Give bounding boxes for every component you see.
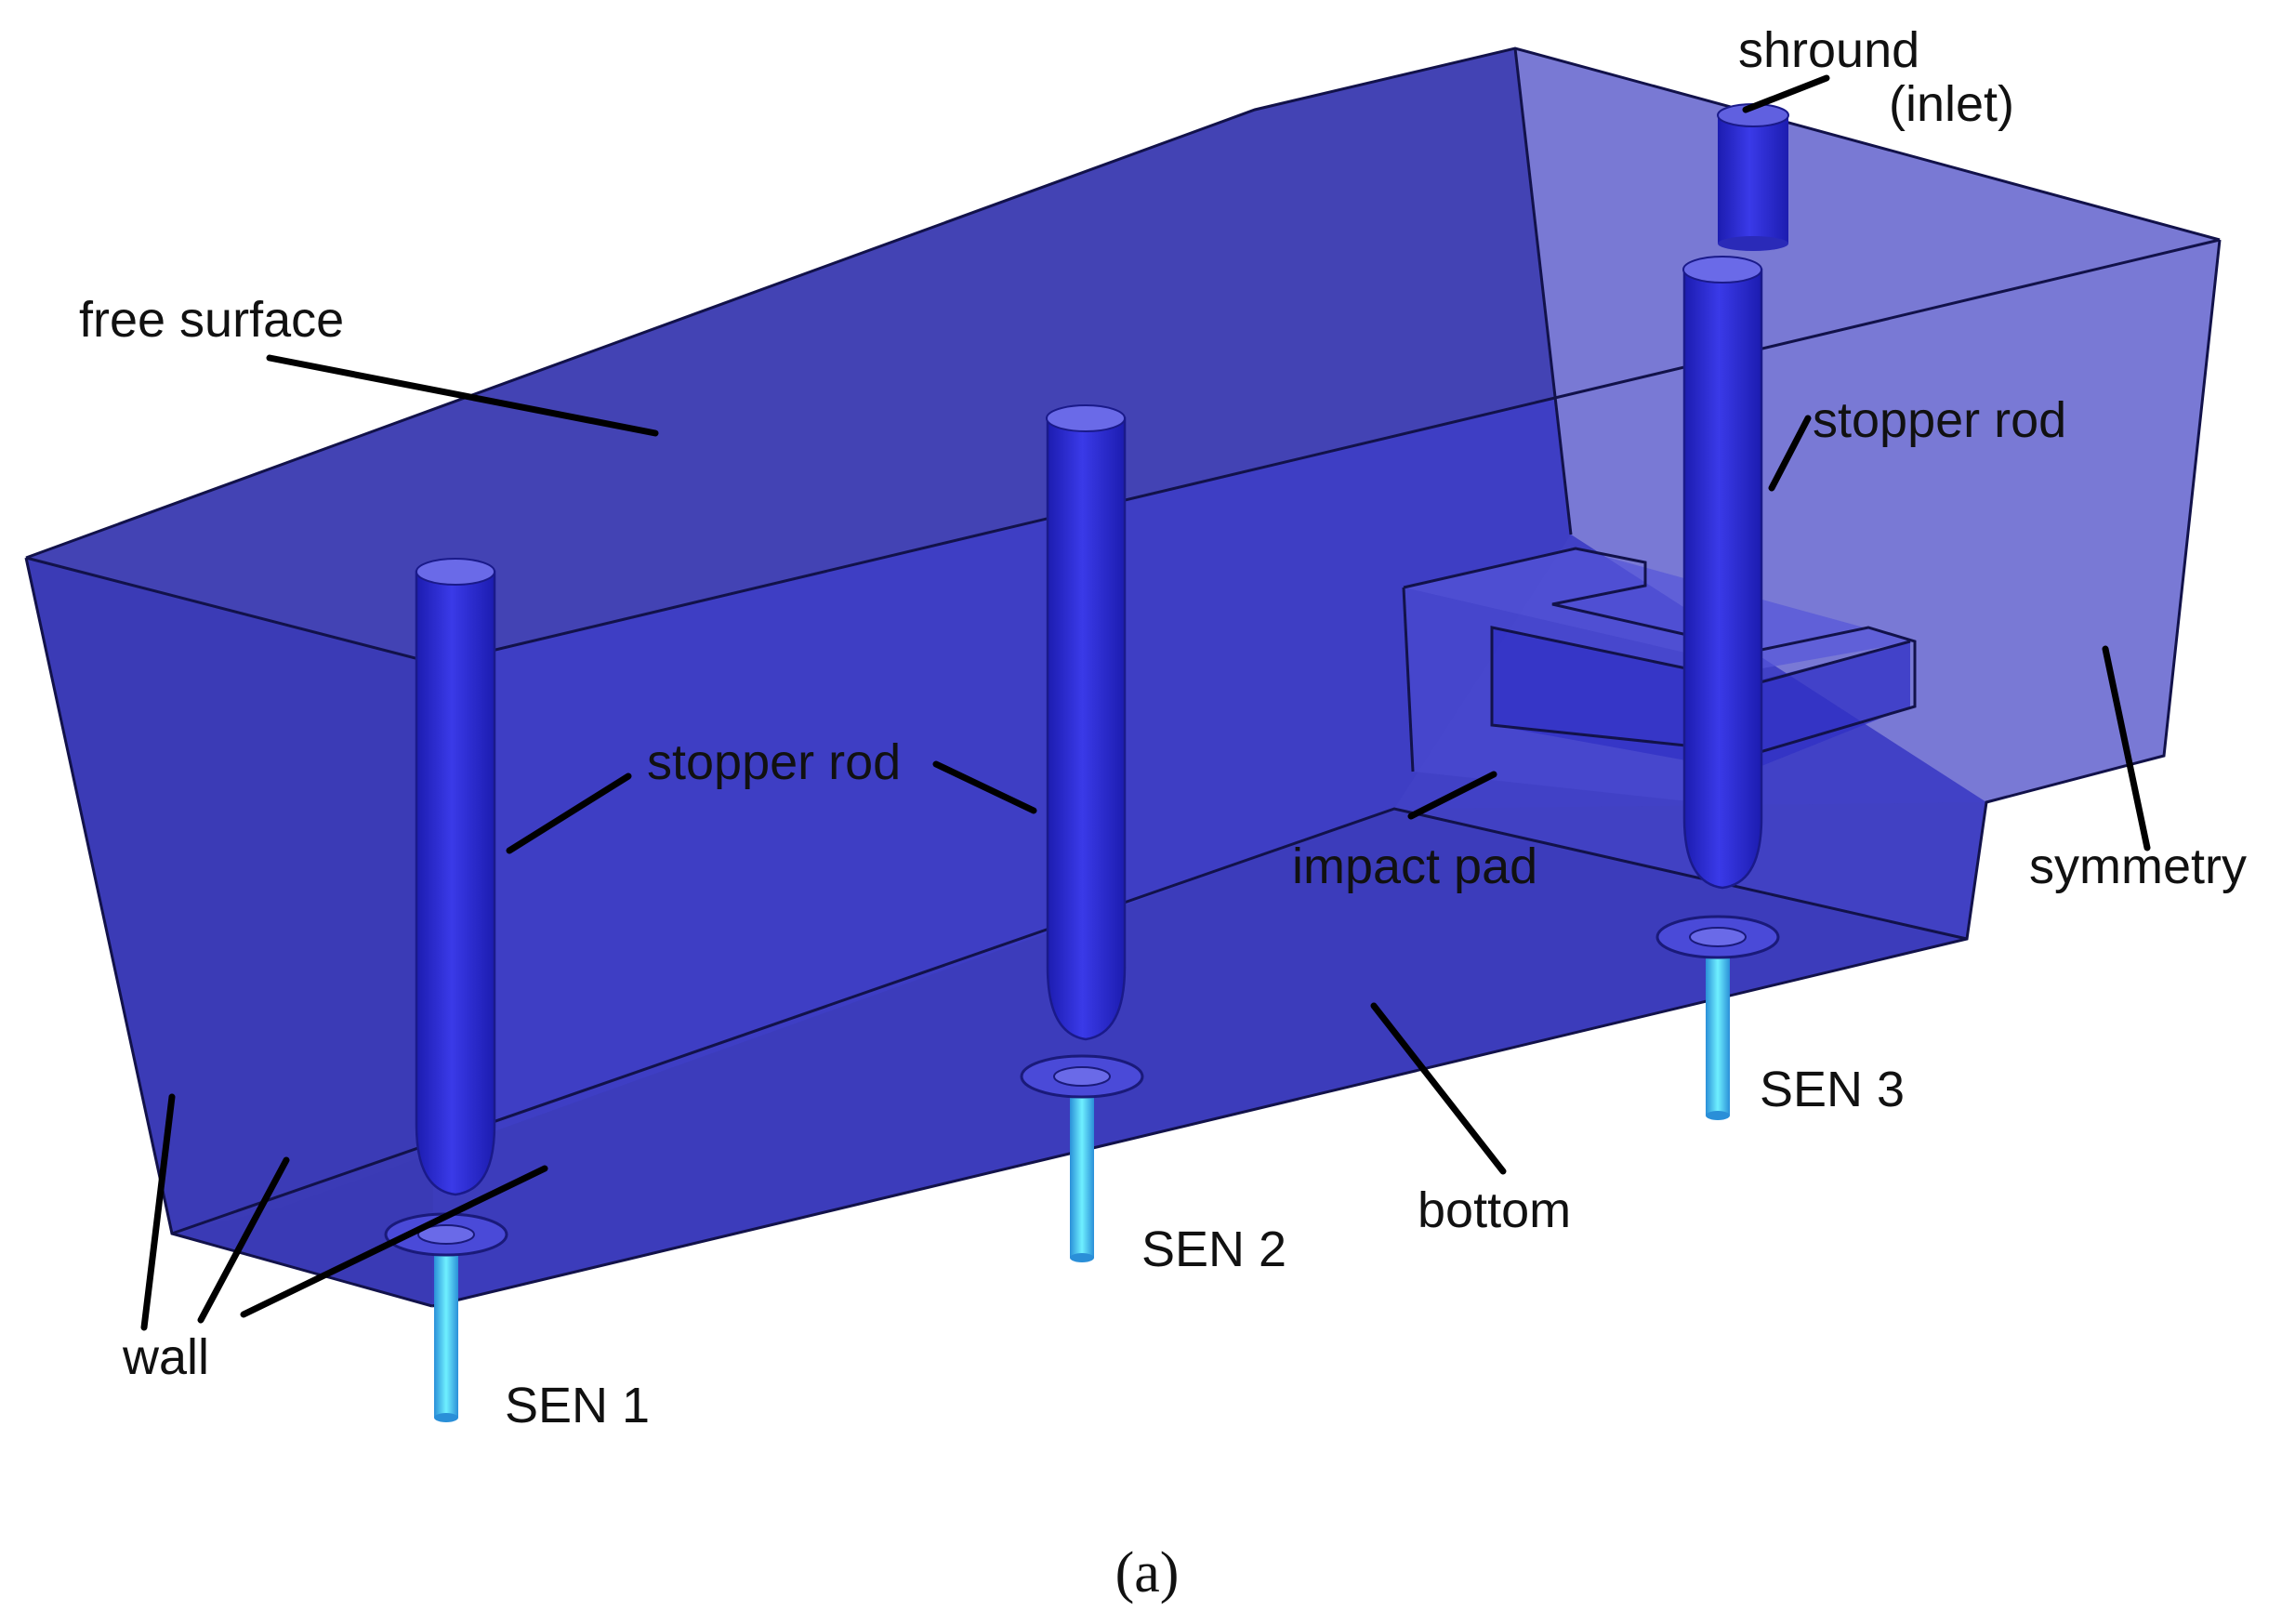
impact-pad-edge-2	[1402, 587, 1415, 772]
leader-free-surface	[266, 354, 659, 437]
stopper-rod-3	[1682, 256, 1763, 890]
leader-stopper-rod-left-1	[506, 772, 632, 854]
leader-bottom	[1370, 1002, 1507, 1175]
leader-shround	[1742, 74, 1830, 113]
leader-symmetry	[2102, 645, 2151, 852]
label-shround: shround	[1738, 22, 1919, 78]
label-sen-1: SEN 1	[505, 1378, 650, 1433]
label-free-surface: free surface	[79, 292, 344, 348]
stopper-rod-1	[415, 558, 496, 1196]
label-stopper-rod-left: stopper rod	[647, 734, 901, 790]
leader-stopper-rod-left-2	[932, 760, 1037, 814]
sen-2	[1020, 1054, 1144, 1262]
bottom-face	[172, 802, 1986, 1306]
label-symmetry: symmetry	[2029, 838, 2247, 894]
leader-impact-pad	[1407, 771, 1497, 820]
edge-bottom-outer	[431, 239, 2222, 1308]
shroud	[1717, 103, 1789, 251]
label-sen-2: SEN 2	[1141, 1221, 1286, 1277]
left-wall-face	[26, 558, 437, 1306]
leader-wall-1	[140, 1093, 176, 1331]
figure-caption: (a)	[1115, 1541, 1180, 1604]
impact-pad-outline	[1403, 547, 1917, 755]
sen-1	[384, 1212, 508, 1422]
label-inlet: (inlet)	[1889, 76, 2014, 132]
leader-wall-3	[240, 1165, 548, 1318]
labels: free surface shround (inlet) stopper rod…	[79, 22, 2247, 1604]
leader-stopper-rod-right	[1768, 415, 1812, 492]
impact-pad-top	[1404, 548, 1915, 669]
label-stopper-rod-right: stopper rod	[1813, 392, 2066, 448]
symmetry-face	[1515, 48, 2220, 802]
edge-top-back	[25, 46, 2221, 560]
leader-wall-2	[197, 1156, 290, 1324]
edge-bottom-inner	[171, 807, 1968, 1235]
edge-back-corner	[1513, 47, 1573, 535]
label-bottom: bottom	[1418, 1182, 1571, 1238]
leader-lines	[140, 74, 2151, 1331]
label-impact-pad: impact pad	[1292, 838, 1537, 894]
label-wall: wall	[122, 1329, 209, 1385]
edge-left	[24, 557, 433, 1308]
stopper-rod-2	[1046, 404, 1127, 1041]
sen-3	[1655, 915, 1780, 1120]
label-sen-3: SEN 3	[1760, 1062, 1905, 1117]
